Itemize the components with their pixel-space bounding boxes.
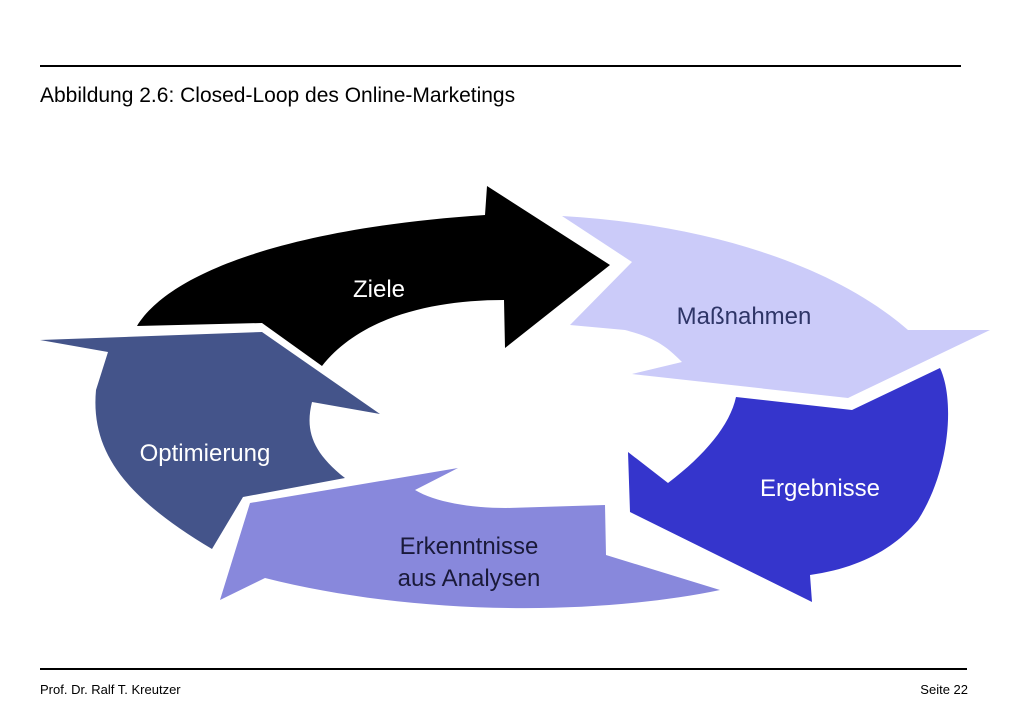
footer-page-number: Seite 22 [920, 682, 968, 697]
label-optimierung: Optimierung [140, 440, 271, 467]
bottom-divider [40, 668, 967, 670]
label-massnahmen: Maßnahmen [677, 303, 812, 330]
label-ziele: Ziele [353, 276, 405, 303]
top-divider [40, 65, 961, 67]
label-erkenntnisse-line1: Erkenntnisse [400, 533, 539, 560]
label-ergebnisse: Ergebnisse [760, 475, 880, 502]
label-erkenntnisse-line2: aus Analysen [398, 565, 541, 592]
cycle-arrow-massnahmen [562, 216, 990, 398]
cycle-arrow-erkenntnisse [220, 468, 720, 609]
cycle-arrow-ergebnisse [628, 368, 949, 602]
cycle-arrow-ziele [137, 186, 610, 366]
cycle-arrow-optimierung [40, 332, 380, 549]
figure-caption: Abbildung 2.6: Closed-Loop des Online-Ma… [40, 84, 516, 107]
footer-author: Prof. Dr. Ralf T. Kreutzer [40, 682, 181, 697]
